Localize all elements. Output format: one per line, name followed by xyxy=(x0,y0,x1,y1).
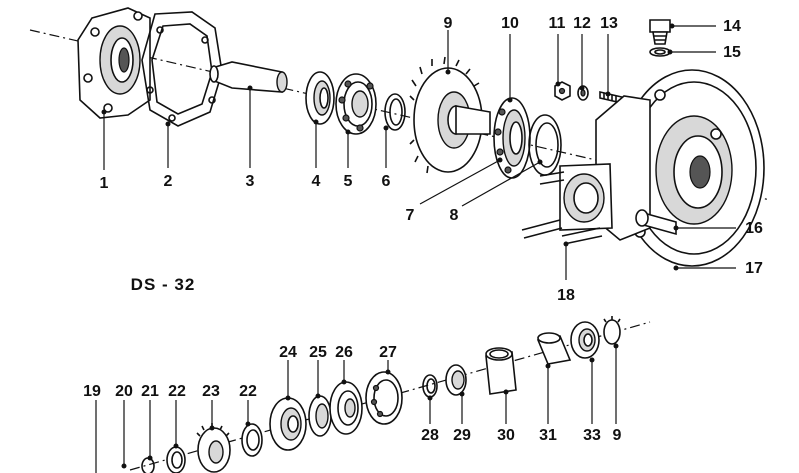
callout-17: 17 xyxy=(745,260,763,277)
part-18-studs xyxy=(521,171,603,245)
callout-15: 15 xyxy=(723,44,741,61)
callout-21: 21 xyxy=(141,383,159,400)
part-30-sleeve xyxy=(485,347,517,395)
callout-31: 31 xyxy=(539,427,557,444)
diagram-title: DS - 32 xyxy=(131,275,196,294)
callout-16: 16 xyxy=(745,220,763,237)
callout-6: 6 xyxy=(382,173,391,190)
callout-labels: 1 2 3 4 5 6 7 8 9 10 11 12 13 14 15 16 1… xyxy=(83,15,763,444)
lower-leader-lines xyxy=(95,343,619,473)
part-27-bearing-race xyxy=(365,371,403,425)
callout-2: 2 xyxy=(164,173,173,190)
part-33-bearing xyxy=(570,321,600,359)
callout-19: 19 xyxy=(83,383,101,400)
callout-14: 14 xyxy=(723,18,741,35)
callout-1: 1 xyxy=(100,175,109,192)
callout-8: 8 xyxy=(450,207,459,224)
callout-3: 3 xyxy=(246,173,255,190)
part-9-gear-wheel xyxy=(409,56,491,174)
callout-11: 11 xyxy=(549,15,566,32)
callout-9: 9 xyxy=(444,15,453,32)
part-22-washer xyxy=(166,446,186,473)
part-9-gear-lower xyxy=(603,316,621,345)
callout-18: 18 xyxy=(557,287,575,304)
part-3-shaft-sleeve xyxy=(209,61,288,93)
callout-20: 20 xyxy=(115,383,133,400)
housing-body xyxy=(559,95,651,241)
part-6-circlip xyxy=(384,93,406,131)
callout-25: 25 xyxy=(309,344,327,361)
callout-12: 12 xyxy=(573,15,591,32)
callout-22: 22 xyxy=(168,383,186,400)
callout-7: 7 xyxy=(406,207,415,224)
part-5-ball-bearing xyxy=(335,73,377,135)
callout-10: 10 xyxy=(501,15,519,32)
part-15-sealing-ring xyxy=(649,47,671,57)
part-23-gear xyxy=(196,423,231,473)
part-31-shaft xyxy=(536,332,572,365)
part-4-seal xyxy=(305,71,335,125)
part-1-flange-housing xyxy=(77,7,151,119)
callout-30: 30 xyxy=(497,427,515,444)
part-16-bolt xyxy=(635,209,677,236)
callout-26: 26 xyxy=(335,344,353,361)
callout-22-second: 22 xyxy=(239,383,257,400)
part-29-collar xyxy=(445,364,467,396)
part-10-taper-bearing xyxy=(493,97,531,179)
part-22-spacer xyxy=(241,423,263,457)
callout-23: 23 xyxy=(202,383,220,400)
upper-leader-lines xyxy=(101,23,736,280)
part-2-gasket xyxy=(141,11,223,127)
callout-33: 33 xyxy=(583,427,601,444)
callout-13: 13 xyxy=(600,15,618,32)
part-26-bearing xyxy=(329,381,363,435)
callout-9-lower: 9 xyxy=(613,427,622,444)
callout-24: 24 xyxy=(279,344,297,361)
part-24-hub xyxy=(269,397,307,451)
callout-4: 4 xyxy=(312,173,321,190)
callout-5: 5 xyxy=(344,173,353,190)
upper-assembly xyxy=(29,7,771,280)
part-25-seal xyxy=(308,395,332,437)
part-11-nut xyxy=(554,81,571,101)
callout-29: 29 xyxy=(453,427,471,444)
callout-28: 28 xyxy=(421,427,439,444)
lower-assembly xyxy=(95,316,651,473)
part-14-drain-plug xyxy=(649,19,671,45)
callout-27: 27 xyxy=(379,344,397,361)
